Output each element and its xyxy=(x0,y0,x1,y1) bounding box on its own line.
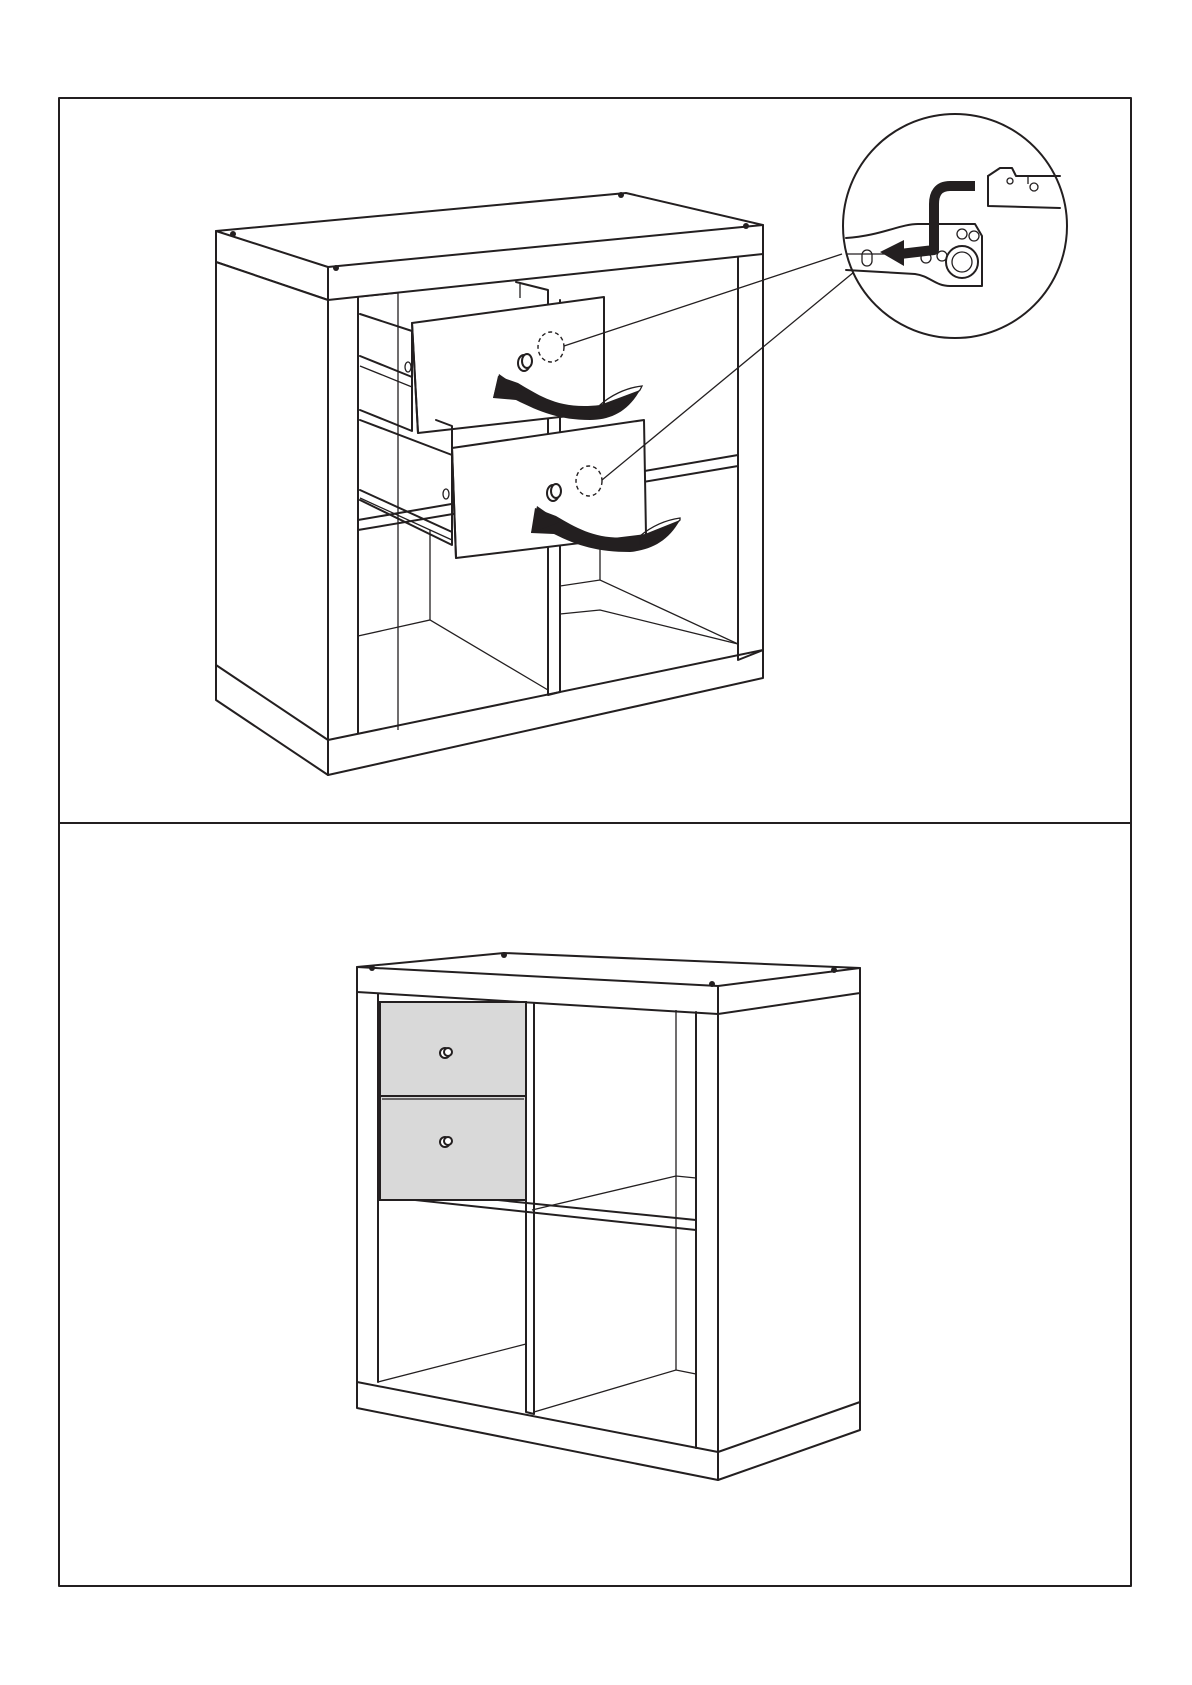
step-2-panel xyxy=(357,952,860,1480)
upper-drawer-front xyxy=(380,1002,526,1096)
top-panel xyxy=(216,193,763,300)
installed-drawers xyxy=(380,1002,526,1200)
left-side-panel xyxy=(216,262,328,775)
leader-line xyxy=(602,272,854,480)
lower-drawer-front xyxy=(380,1096,526,1200)
step-1-panel xyxy=(216,114,1067,775)
detail-circle xyxy=(843,114,1067,338)
